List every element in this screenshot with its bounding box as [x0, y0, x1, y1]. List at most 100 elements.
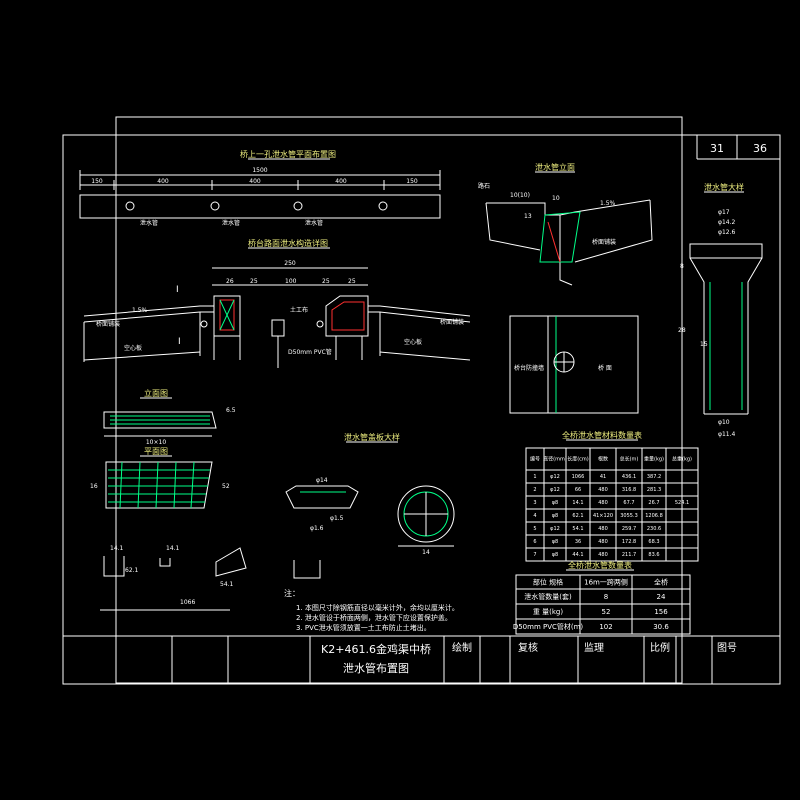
curb-label: 路石 — [478, 182, 490, 190]
count-table-cell: 52 — [602, 608, 611, 616]
count-table-header-0: 部位 规格 — [533, 578, 563, 587]
material-table-cell: 67.7 — [623, 500, 634, 506]
scale-label: 比例 — [650, 641, 670, 654]
drawing-border — [62, 134, 781, 685]
rebar-part-3: 14.1 — [166, 545, 180, 552]
grate-elevation: 10×10 6.5 — [103, 407, 236, 446]
pipe-dim-e: 15 — [700, 341, 708, 348]
count-table-header-2: 全桥 — [654, 578, 668, 587]
material-table-header-2: 长度(cm) — [567, 456, 589, 463]
svg-text:I: I — [176, 285, 179, 295]
count-table-cell: 8 — [604, 593, 608, 601]
drain-pipe-4 — [378, 201, 388, 211]
pipe-label-3: 泄水管 — [305, 219, 323, 227]
rebar-part-2: 62.1 — [125, 567, 139, 574]
bridge-plan-total: 1500 — [252, 167, 267, 174]
drawing-no-label: 图号 — [717, 642, 737, 654]
material-table-cell: 524.1 — [675, 500, 689, 506]
material-table-cell: 230.6 — [647, 526, 661, 532]
section-slope: 1.5% — [132, 307, 148, 314]
grate-dim-mesh: 10×10 — [146, 439, 166, 446]
drain-plan-view: 桥台防撞墙 桥 面 — [509, 315, 639, 414]
material-table-cell: 259.7 — [622, 526, 636, 532]
material-table-cell: 41×120 — [593, 513, 613, 519]
pipe-dim-f: φ10 — [718, 419, 730, 426]
material-table-cell: 480 — [598, 526, 608, 532]
pvc-pipe-label: D50mm PVC管 — [288, 348, 332, 356]
hollow-slab-left: 空心板 — [124, 344, 142, 352]
drain-pipe-3 — [293, 201, 303, 211]
material-table-cell: 14.1 — [572, 500, 583, 506]
pipe-detail-title: 泄水管大样 — [704, 182, 744, 192]
material-table-cell: 387.2 — [647, 474, 661, 480]
grate-plan-title: 平面图 — [144, 447, 168, 456]
material-table-cell: 68.3 — [648, 539, 659, 545]
drain-plan-right-label: 桥 面 — [598, 364, 612, 372]
title-block: K2+461.6金鸡渠中桥 泄水管布置图 绘制 复核 监理 比例 图号 — [63, 635, 780, 684]
material-table-header-3: 根数 — [598, 456, 608, 463]
material-table-cell: φ8 — [552, 539, 558, 545]
pipe-detail-view: φ17 φ14.2 φ12.6 8 28 15 φ10 φ11.4 — [678, 209, 763, 438]
sheet-total: 36 — [753, 142, 767, 155]
material-table-cell: 480 — [598, 539, 608, 545]
section-dim-4: 25 — [322, 278, 330, 285]
material-table-cell: 83.6 — [648, 552, 659, 558]
pipe-dim-c: 8 — [680, 263, 684, 270]
material-table-cell: 480 — [598, 552, 608, 558]
section-deck-left: 桥面铺装 — [96, 320, 120, 328]
pipe-dim-b: φ12.6 — [718, 229, 736, 236]
pipe-dim-a: φ14.2 — [718, 219, 736, 226]
grate-elev-title: 立面图 — [144, 388, 168, 398]
material-table-header-1: 直径(mm) — [543, 456, 567, 463]
rebar-part-1: 14.1 — [110, 545, 124, 552]
cap-detail: φ14 φ1.5 φ1.6 14 — [285, 477, 455, 556]
section-view: 250 26 25 100 25 25 1.5% 桥面铺装 桥面铺装 空心板 空 — [83, 260, 471, 368]
material-table-cell: 1066 — [572, 474, 585, 480]
drain-elev-title: 泄水管立面 — [535, 162, 575, 172]
material-table-cell: 4 — [533, 513, 536, 519]
drain-pipe-2 — [210, 201, 220, 211]
cap-dim-4: 14 — [422, 549, 430, 556]
material-table-cell: 211.7 — [622, 552, 636, 558]
pipe-dim-g: φ11.4 — [718, 431, 736, 438]
grate-dim-d: 16 — [90, 483, 98, 490]
outer-frame — [115, 116, 683, 684]
material-table-title: 全桥泄水管材料数量表 — [562, 430, 642, 440]
svg-text:I: I — [178, 337, 181, 347]
material-table-cell: 66 — [575, 487, 581, 493]
drain-elev-deck: 桥面铺装 — [592, 238, 616, 246]
material-table-cell: 3055.3 — [620, 513, 638, 519]
material-table-cell: 36 — [575, 539, 581, 545]
bridge-plan-dim-5: 150 — [406, 178, 418, 185]
material-table-header-0: 编号 — [530, 456, 540, 463]
material-table-cell: 480 — [598, 500, 608, 506]
material-table-cell: 3 — [533, 500, 536, 506]
drain-elev-dim-2: 10 — [552, 195, 560, 202]
section-dim-1: 26 — [226, 278, 234, 285]
material-table-cell: 436.1 — [622, 474, 636, 480]
material-table-cell: 480 — [598, 487, 608, 493]
material-table-cell: φ12 — [550, 474, 560, 480]
grate-plan: 52 16 — [90, 461, 230, 509]
material-table-cell: 62.1 — [572, 513, 583, 519]
note-1: 1. 本图尺寸除钢筋直径以毫米计外，余均以厘米计。 — [296, 603, 459, 612]
section-total: 250 — [284, 260, 296, 267]
note-2: 2. 泄水管设于桥面两侧，泄水管下应设置保护盖。 — [296, 613, 452, 622]
drawing-title-1: K2+461.6金鸡渠中桥 — [321, 642, 431, 656]
bridge-plan-dim-1: 150 — [91, 178, 103, 185]
drain-elev-dim-1: 10(10) — [510, 192, 530, 199]
count-table-cell: 30.6 — [653, 623, 669, 631]
pipe-dim-d: 28 — [678, 327, 686, 334]
section-title: 桥台路面泄水构造详图 — [248, 238, 328, 248]
material-table-cell: φ8 — [552, 552, 558, 558]
material-table-cell: 44.1 — [572, 552, 583, 558]
grate-dim-h: 6.5 — [226, 407, 236, 414]
geotextile-label: 土工布 — [290, 306, 308, 314]
notes-heading: 注： — [284, 588, 300, 598]
bridge-plan-title: 桥上一孔泄水管平面布置图 — [240, 149, 336, 159]
drain-elev-dim-3: 13 — [524, 213, 532, 220]
count-table-cell: 156 — [654, 608, 668, 616]
section-dim-2: 25 — [250, 278, 258, 285]
